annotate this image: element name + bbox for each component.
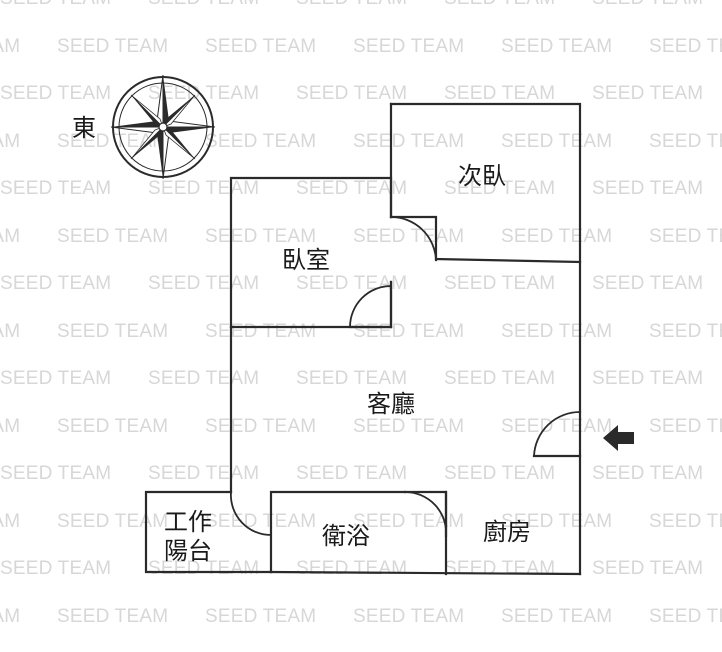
balcony-walls [144, 490, 273, 574]
bathroom-door-leaf [403, 490, 448, 538]
compass-direction-label: 東 [72, 114, 96, 142]
compass-rose-icon [110, 74, 216, 180]
second-bedroom-walls [389, 102, 582, 264]
entrance-door-leaf [532, 410, 582, 458]
entrance-arrow-icon [603, 425, 634, 451]
south-wall [269, 570, 582, 576]
bedroom-door-swing [349, 285, 392, 328]
balcony-door-swing [230, 491, 272, 536]
room-label-kitchen: 廚房 [483, 518, 531, 546]
second-bedroom-door-leaf [389, 215, 438, 262]
entrance-door-swing [533, 411, 581, 457]
room-label-living-room: 客廳 [367, 390, 415, 418]
room-label-second-bedroom: 次臥 [458, 162, 506, 190]
room-label-bedroom: 臥室 [282, 246, 330, 274]
room-label-utility-balcony: 工作陽台 [164, 508, 212, 565]
room-label-bathroom: 衛浴 [322, 522, 370, 550]
bathroom-door-swing [404, 491, 447, 537]
second-bedroom-door-swing [390, 216, 437, 261]
